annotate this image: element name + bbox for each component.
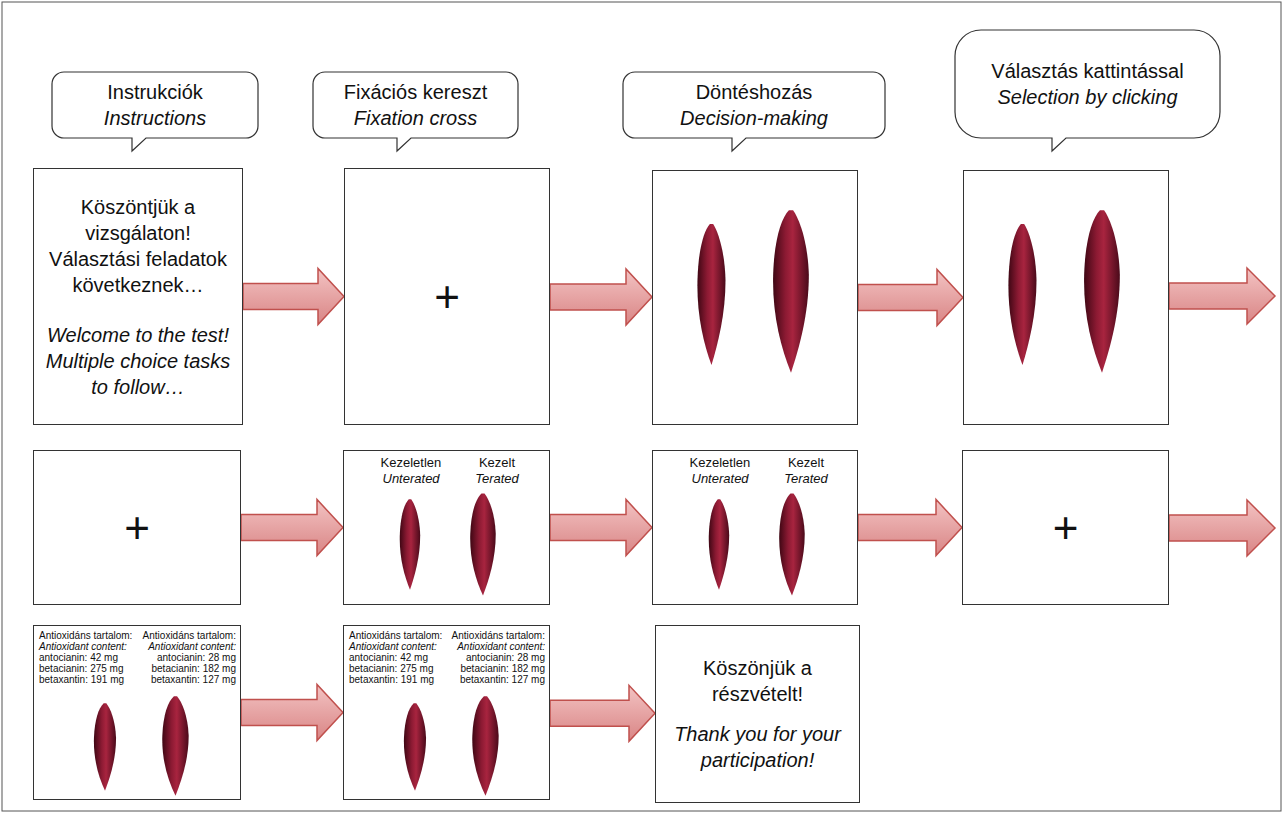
- pepper: [470, 493, 496, 595]
- box-label: Antioxidáns tartalom:: [39, 630, 132, 641]
- callout-text: Selection by clicking: [997, 84, 1177, 110]
- callout-text: Döntéshozás: [696, 79, 813, 105]
- callout-bubble: Választás kattintássalSelection by click…: [955, 30, 1220, 138]
- box-label: betacianin: 275 mg: [349, 663, 434, 674]
- callout-bubble: DöntéshozásDecision-making: [623, 72, 885, 138]
- callout-text: Instrukciók: [107, 79, 203, 105]
- continuation-arrow: [1169, 500, 1275, 556]
- pepper: [94, 703, 116, 791]
- box-label: Kezelt: [479, 456, 515, 470]
- box-label: Antioxidant content:: [39, 641, 127, 652]
- callout-text: Instructions: [104, 105, 206, 131]
- callout-text: Választás kattintással: [991, 58, 1183, 84]
- pepper: [1084, 210, 1120, 372]
- box-label: Unterated: [383, 472, 440, 486]
- box-label: betaxantin: 191 mg: [349, 674, 434, 685]
- block-arrow: [241, 500, 343, 556]
- pepper: [709, 499, 729, 590]
- pepper: [472, 696, 498, 795]
- callout-text: Fixation cross: [354, 105, 477, 131]
- step-box: +: [344, 168, 550, 425]
- block-arrow: [243, 269, 344, 325]
- block-arrow: [550, 269, 652, 325]
- box-label: Kezeletlen: [381, 456, 442, 470]
- block-arrow: [858, 270, 963, 326]
- callout-text: Decision-making: [680, 105, 828, 131]
- step-box: Köszönjük a részvételt! Thank you for you…: [655, 625, 860, 803]
- stimulus-box: [652, 170, 858, 425]
- box-label: Antioxidant content:: [148, 641, 236, 652]
- pepper: [162, 696, 188, 795]
- box-label: Antioxidáns tartalom:: [143, 630, 236, 641]
- continuation-arrow: [1169, 268, 1275, 324]
- step-box: KezeletlenUnterated KezeltTerated: [343, 450, 550, 605]
- bubble-outline: [313, 72, 518, 151]
- callout-text: Fixációs kereszt: [344, 79, 487, 105]
- box-label: Kezeletlen: [690, 456, 751, 470]
- stimulus-box: [963, 170, 1169, 425]
- box-text: Köszöntjük a vizsgálaton! Választási fel…: [42, 194, 234, 298]
- block-arrow: [241, 685, 343, 741]
- connector-layer: [241, 269, 963, 742]
- pepper: [404, 703, 426, 791]
- fixation-cross: +: [124, 506, 150, 550]
- box-label: Antioxidant content:: [349, 641, 437, 652]
- step-box: +: [33, 450, 241, 605]
- box-label: antocianin: 42 mg: [349, 652, 428, 663]
- bubble-outline: [955, 30, 1220, 138]
- bubble-outline: [623, 72, 885, 151]
- box-label: betaxantin: 127 mg: [151, 674, 236, 685]
- fixation-cross: +: [434, 275, 460, 319]
- bubble-outline: [955, 30, 1220, 151]
- box-label: antocianin: 42 mg: [39, 652, 118, 663]
- box-label: Antioxidáns tartalom:: [349, 630, 442, 641]
- box-label: Terated: [475, 472, 519, 486]
- block-arrow: [550, 685, 655, 741]
- box-label: Antioxidáns tartalom:: [452, 630, 545, 641]
- pepper: [773, 210, 809, 372]
- box-label: antocianin: 28 mg: [157, 652, 236, 663]
- box-label: Antioxidant content:: [457, 641, 545, 652]
- bubble-outline: [52, 72, 258, 151]
- callout-bubble: Fixációs keresztFixation cross: [313, 72, 518, 138]
- box-label: betacianin: 182 mg: [461, 663, 546, 674]
- box-text: Thank you for your participation!: [664, 721, 851, 773]
- box-label: Kezelt: [788, 456, 824, 470]
- fixation-cross: +: [1053, 506, 1079, 550]
- step-box: Antioxidáns tartalom:Antioxidant content…: [33, 625, 241, 800]
- step-box: Antioxidáns tartalom:Antioxidant content…: [343, 625, 550, 800]
- box-label: betaxantin: 127 mg: [460, 674, 545, 685]
- box-label: betacianin: 275 mg: [39, 663, 124, 674]
- box-label: Terated: [784, 472, 828, 486]
- block-arrow: [550, 500, 652, 556]
- callout-bubble: InstrukciókInstructions: [52, 72, 258, 138]
- pepper: [400, 499, 420, 590]
- box-label: antocianin: 28 mg: [466, 652, 545, 663]
- box-label: betacianin: 182 mg: [152, 663, 237, 674]
- box-text: Welcome to the test! Multiple choice tas…: [42, 322, 234, 400]
- step-box: KezeletlenUnterated KezeltTerated: [652, 450, 858, 605]
- box-text: Köszönjük a részvételt!: [664, 655, 851, 707]
- block-arrow: [858, 500, 962, 556]
- step-box: Köszöntjük a vizsgálaton! Választási fel…: [33, 168, 243, 425]
- pepper: [779, 493, 805, 595]
- box-label: Unterated: [692, 472, 749, 486]
- pepper: [1008, 224, 1036, 365]
- pepper: [697, 224, 725, 365]
- box-label: betaxantin: 191 mg: [39, 674, 124, 685]
- step-box: +: [962, 450, 1169, 605]
